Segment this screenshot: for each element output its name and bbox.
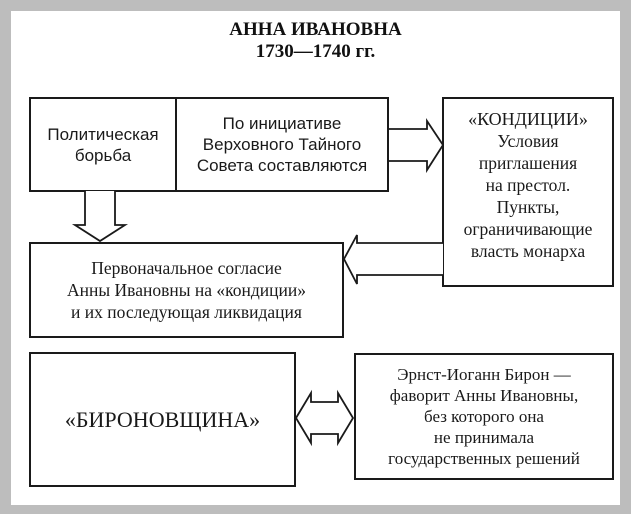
box-line: приглашения bbox=[478, 153, 578, 173]
diagram-title: АННА ИВАНОВНА 1730—1740 гг. bbox=[0, 19, 631, 63]
initiative-box: По инициативе Верховного Тайного Совета … bbox=[175, 97, 389, 192]
conditions-heading: «КОНДИЦИИ» bbox=[468, 109, 588, 129]
box-line: Политическая bbox=[47, 124, 159, 144]
biron-box: Эрнст-Иоганн Бирон — фаворит Анны Иванов… bbox=[354, 353, 614, 480]
box-line: на престол. bbox=[485, 175, 571, 195]
political-struggle-box: Политическая борьба bbox=[29, 97, 177, 192]
box-line: власть монарха bbox=[470, 241, 586, 261]
title-years: 1730—1740 гг. bbox=[255, 41, 376, 62]
box-line: Верховного Тайного bbox=[202, 135, 362, 154]
box-line: борьба bbox=[74, 145, 132, 165]
box-line: Совета составляются bbox=[196, 156, 368, 175]
box-line: Условия bbox=[497, 131, 559, 151]
box-line: Пункты, bbox=[496, 197, 560, 217]
conditions-box: «КОНДИЦИИ» Условия приглашения на престо… bbox=[442, 97, 614, 287]
box-line: Первоначальное согласие bbox=[91, 258, 282, 278]
bironovshchina-box: «БИРОНОВЩИНА» bbox=[29, 352, 296, 487]
box-line: Эрнст-Иоганн Бирон — bbox=[397, 365, 571, 384]
box-line: и их последующая ликвидация bbox=[71, 302, 302, 322]
consent-box: Первоначальное согласие Анны Ивановны на… bbox=[29, 242, 344, 338]
title-name: АННА ИВАНОВНА bbox=[229, 19, 402, 40]
box-line: без которого она bbox=[424, 407, 544, 426]
box-line: По инициативе bbox=[222, 114, 342, 133]
box-line: Анны Ивановны на «кондиции» bbox=[67, 280, 306, 300]
bironovshchina-label: «БИРОНОВЩИНА» bbox=[64, 406, 261, 432]
box-line: ограничивающие bbox=[463, 219, 593, 239]
box-line: государственных решений bbox=[388, 449, 580, 468]
box-line: фаворит Анны Ивановны, bbox=[389, 386, 579, 405]
box-line: не принимала bbox=[433, 428, 535, 447]
